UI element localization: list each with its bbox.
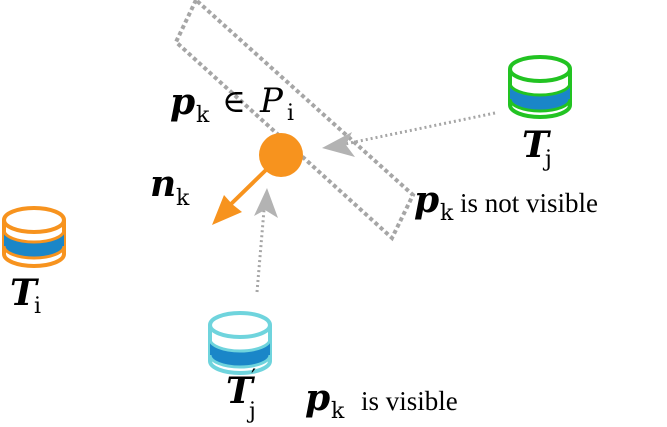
Tjp-symbol: T xyxy=(226,370,255,412)
ray-Tj-arrowhead xyxy=(322,132,355,157)
normal-subscript: k xyxy=(176,186,190,211)
normal-arrow-shaft xyxy=(228,166,270,207)
visible-point-symbol: p xyxy=(305,377,330,419)
Ti-subscript: i xyxy=(34,294,41,319)
point-subscript: k xyxy=(196,103,210,128)
point-pk xyxy=(259,133,303,177)
Tj-symbol: T xyxy=(522,124,551,166)
ray-Tj-to-point xyxy=(344,111,496,146)
element-of-symbol: ∈ xyxy=(222,82,246,120)
Tjp-subscript: j xyxy=(246,399,256,424)
cylinder-icon xyxy=(208,311,272,375)
normal-symbol: n xyxy=(150,163,176,205)
label-Ti: T i xyxy=(10,272,41,319)
not-visible-point-subscript: k xyxy=(440,201,454,226)
surface-patch-outline xyxy=(173,0,416,242)
not-visible-text: is not visible xyxy=(460,188,598,218)
Ti-symbol: T xyxy=(10,272,39,314)
cylinder-icon xyxy=(508,55,572,119)
label-pk-in-Pi: p k ∈ P i xyxy=(170,81,294,128)
not-visible-point-symbol: p xyxy=(414,179,439,221)
point-symbol: p xyxy=(170,81,195,123)
label-Tj: T j xyxy=(522,124,552,172)
set-subscript: i xyxy=(287,101,294,126)
ray-Tjp-to-point xyxy=(255,209,266,293)
label-nk: n k xyxy=(150,163,190,211)
label-not-visible: p k is not visible xyxy=(414,179,598,226)
label-visible: p k is visible xyxy=(305,377,458,424)
Tj-subscript: j xyxy=(542,147,552,172)
ray-Tjp-arrowhead xyxy=(254,188,278,218)
label-Tjp: T ′ j xyxy=(226,366,256,424)
set-symbol: P xyxy=(259,81,284,121)
visible-point-subscript: k xyxy=(331,399,345,424)
cylinder-icon xyxy=(2,206,66,268)
Tjp-prime: ′ xyxy=(251,366,256,391)
visible-text: is visible xyxy=(361,386,458,416)
normal-arrowhead xyxy=(212,195,242,225)
